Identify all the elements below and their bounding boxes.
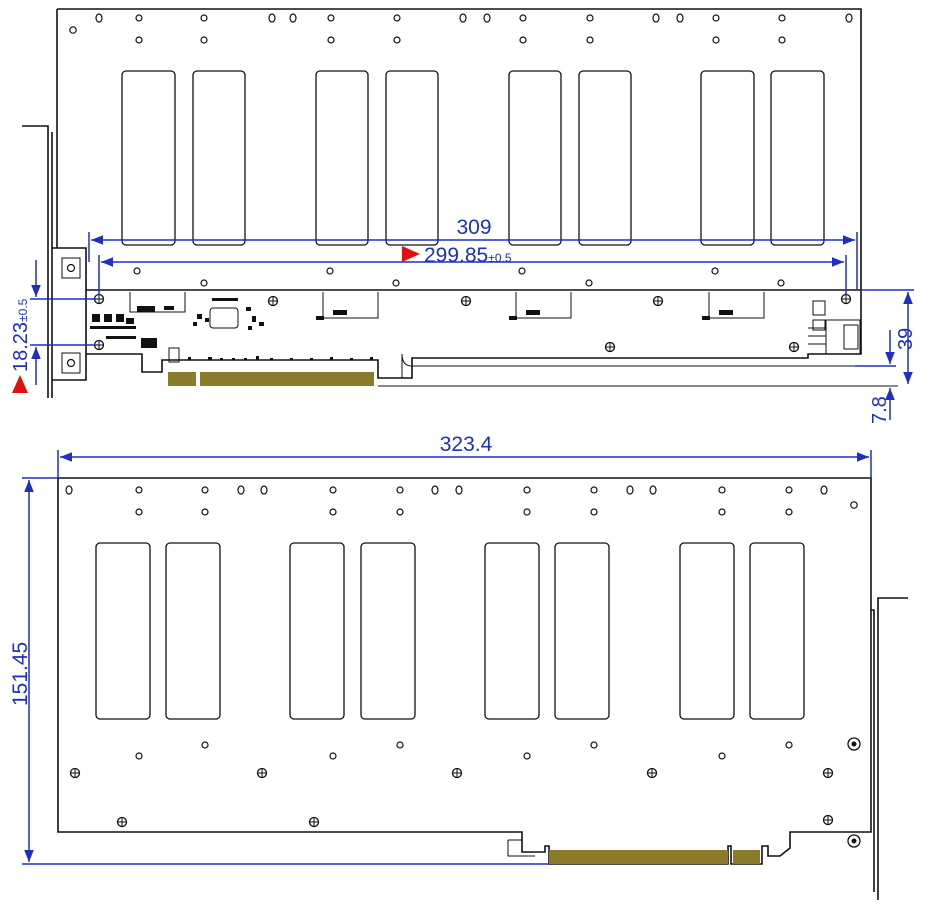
top-slot-cutouts xyxy=(121,70,825,246)
front-dimensions: 323.4 151.45 xyxy=(9,433,872,865)
marker-triangle-right xyxy=(402,246,420,262)
top-upper-board xyxy=(56,8,862,290)
dim-length-overall: 309 xyxy=(456,216,491,239)
front-hole-row xyxy=(65,485,858,516)
top-main-pcb xyxy=(85,289,898,387)
front-bracket xyxy=(871,597,908,900)
front-lower-holes xyxy=(135,741,793,760)
top-gold-fingers xyxy=(168,372,374,386)
front-gold-fingers xyxy=(549,850,760,864)
dim-width: 323.4 xyxy=(440,433,493,456)
front-view: 323.4 151.45 xyxy=(9,433,908,900)
front-board-outline xyxy=(57,477,872,865)
dim-hole-span: 299.85±0.5 xyxy=(424,244,512,267)
dim-height: 39 xyxy=(895,328,917,350)
top-view: 309 299.85±0.5 18.23±0.5 39 7.8 xyxy=(10,8,917,424)
top-bracket xyxy=(22,125,87,398)
top-components xyxy=(90,298,861,363)
front-slot-cutouts xyxy=(95,542,805,720)
top-m2-connectors xyxy=(129,292,765,320)
front-screws xyxy=(69,737,861,848)
dim-finger: 7.8 xyxy=(869,396,891,424)
marker-triangle-up xyxy=(12,375,28,393)
dim-hole-height: 18.23±0.5 xyxy=(10,298,32,372)
top-edge-pads xyxy=(188,356,373,360)
top-screws xyxy=(93,293,852,353)
top-hole-row xyxy=(69,13,853,44)
top-dimensions: 309 299.85±0.5 18.23±0.5 39 7.8 xyxy=(10,216,917,424)
dim-front-height: 151.45 xyxy=(9,642,32,706)
